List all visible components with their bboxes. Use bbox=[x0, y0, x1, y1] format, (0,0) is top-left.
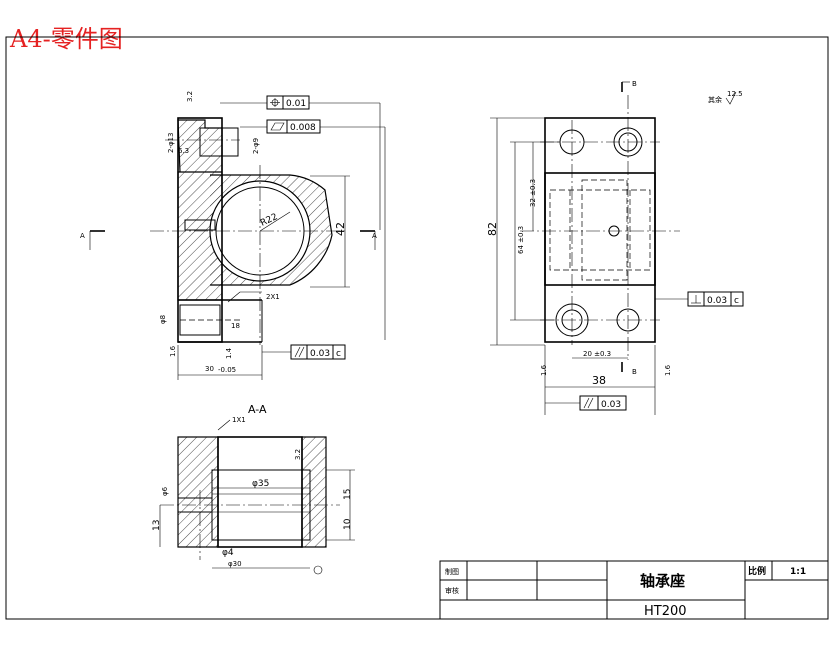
dim-38-text: 38 bbox=[592, 374, 606, 387]
gdt-perp-datum-box bbox=[730, 291, 744, 307]
dim-2-phi13: 2-φ13 bbox=[167, 132, 175, 153]
section-marker-b-bottom: B bbox=[632, 368, 637, 376]
front-oil-channel bbox=[184, 219, 216, 231]
dim-18: 18 bbox=[231, 322, 240, 330]
dim-r22-leader bbox=[259, 211, 291, 232]
parallel-icon bbox=[294, 346, 301, 358]
gdt-parallel-front-datum: c bbox=[336, 349, 341, 359]
dim-1-4: 1.4 bbox=[225, 347, 233, 359]
dim-2x1-text: 2X1 bbox=[266, 293, 280, 301]
other-finish-label: 其余 bbox=[708, 95, 722, 104]
dim-phi6: φ6 bbox=[161, 486, 169, 496]
dim-64-text: 64 ±0.3 bbox=[517, 226, 525, 254]
section-view: A-A φ35 15 10 13 φ6 φ4 φ30 1X1 3.2 bbox=[152, 403, 355, 575]
flatness-icon bbox=[270, 122, 285, 131]
dim-82-text: 82 bbox=[486, 222, 499, 236]
gdt-position-value: 0.01 bbox=[286, 99, 306, 109]
dim-phi4: φ4 bbox=[222, 548, 234, 558]
dim-10: 10 bbox=[343, 518, 353, 530]
gdt-parallel-side-value-box bbox=[597, 395, 627, 411]
scale-value: 1:1 bbox=[790, 567, 806, 577]
dim-1-6-left: 1.6 bbox=[540, 364, 548, 376]
parallel-icon-side-2 bbox=[587, 397, 594, 409]
dim-32-text: 32 ±0.3 bbox=[529, 179, 537, 207]
dim-1x1: 1X1 bbox=[232, 416, 246, 424]
gdt-flatness: 0.008 bbox=[240, 119, 386, 340]
dim-13: 13 bbox=[152, 520, 162, 531]
side-hub-band bbox=[544, 172, 656, 286]
dim-20-text: 20 ±0.3 bbox=[583, 350, 611, 358]
side-hidden-cavity bbox=[581, 179, 628, 281]
dim-1-6: 1.6 bbox=[169, 345, 177, 357]
section-wall-right bbox=[301, 436, 327, 548]
parallel-icon-2 bbox=[298, 346, 305, 358]
gdt-perp-value: 0.03 bbox=[707, 296, 727, 306]
dim-phi30: φ30 bbox=[228, 560, 242, 568]
title-block-frame bbox=[439, 560, 829, 620]
dim-2-phi9: 2-φ9 bbox=[252, 138, 260, 154]
scale-label: 比例 bbox=[748, 565, 766, 577]
section-wall-left bbox=[177, 436, 219, 548]
gdt-position-value-box bbox=[282, 95, 310, 110]
section-finish: 3.2 bbox=[294, 449, 302, 460]
dim-30-text: 30 bbox=[205, 365, 214, 373]
cut-marker-right-label: A bbox=[372, 232, 377, 240]
gdt-flatness-value: 0.008 bbox=[290, 123, 316, 133]
gdt-perp-datum: c bbox=[734, 296, 739, 306]
dim-6-3: 6.3 bbox=[178, 147, 189, 155]
drawn-label: 制图 bbox=[445, 567, 459, 576]
cut-marker-left-label: A bbox=[80, 232, 85, 240]
dim-phi8: φ8 bbox=[159, 315, 167, 324]
title-block: 制图 审核 轴承座 比例 1:1 HT200 bbox=[439, 560, 829, 620]
side-view: B B 82 64 ±0.3 32 ±0.3 20 ±0.3 38 1.6 1.… bbox=[486, 80, 743, 415]
gdt-parallel-side: 0.03 bbox=[545, 395, 627, 411]
side-hidden-bore bbox=[549, 189, 651, 271]
gdt-parallel-front-value: 0.03 bbox=[310, 349, 330, 359]
section-marker-b: B bbox=[632, 80, 637, 88]
dim-15: 15 bbox=[343, 489, 353, 500]
dim-42-text: 42 bbox=[334, 222, 347, 236]
dim-1x1-leader bbox=[217, 419, 231, 431]
gdt-flatness-symbol-box bbox=[266, 119, 288, 134]
gdt-parallel-side-value: 0.03 bbox=[601, 400, 621, 410]
dim-phi35: φ35 bbox=[252, 479, 269, 489]
gdt-position: 0.01 bbox=[220, 95, 381, 230]
surface-finish-icon bbox=[725, 91, 737, 105]
checked-label: 审核 bbox=[445, 586, 459, 595]
drawing-frame bbox=[5, 36, 829, 620]
section-title: A-A bbox=[248, 403, 267, 416]
gdt-parallel-front-datum-box bbox=[332, 344, 346, 360]
surface-finish-top: 3.2 bbox=[186, 91, 194, 102]
gdt-parallel-front: 0.03 c bbox=[262, 344, 346, 360]
front-view: A A 42 R22 2-φ13 6.3 2-φ9 3.2 2X1 φ8 18 … bbox=[80, 91, 377, 380]
dim-2x1-leader bbox=[227, 291, 241, 303]
sheet-title: A4-零件图 bbox=[9, 25, 123, 53]
gdt-flatness-value-box bbox=[286, 119, 321, 134]
dim-30-tol: -0.05 bbox=[218, 366, 236, 374]
parallel-icon bbox=[583, 397, 590, 409]
dim-1-6-right: 1.6 bbox=[664, 364, 672, 376]
gdt-perpendicular: 0.03 c bbox=[655, 291, 744, 307]
front-slot bbox=[221, 127, 239, 157]
part-name: 轴承座 bbox=[640, 572, 685, 590]
datum-circle-icon bbox=[313, 565, 323, 575]
section-bore bbox=[217, 436, 303, 548]
material: HT200 bbox=[644, 604, 687, 619]
